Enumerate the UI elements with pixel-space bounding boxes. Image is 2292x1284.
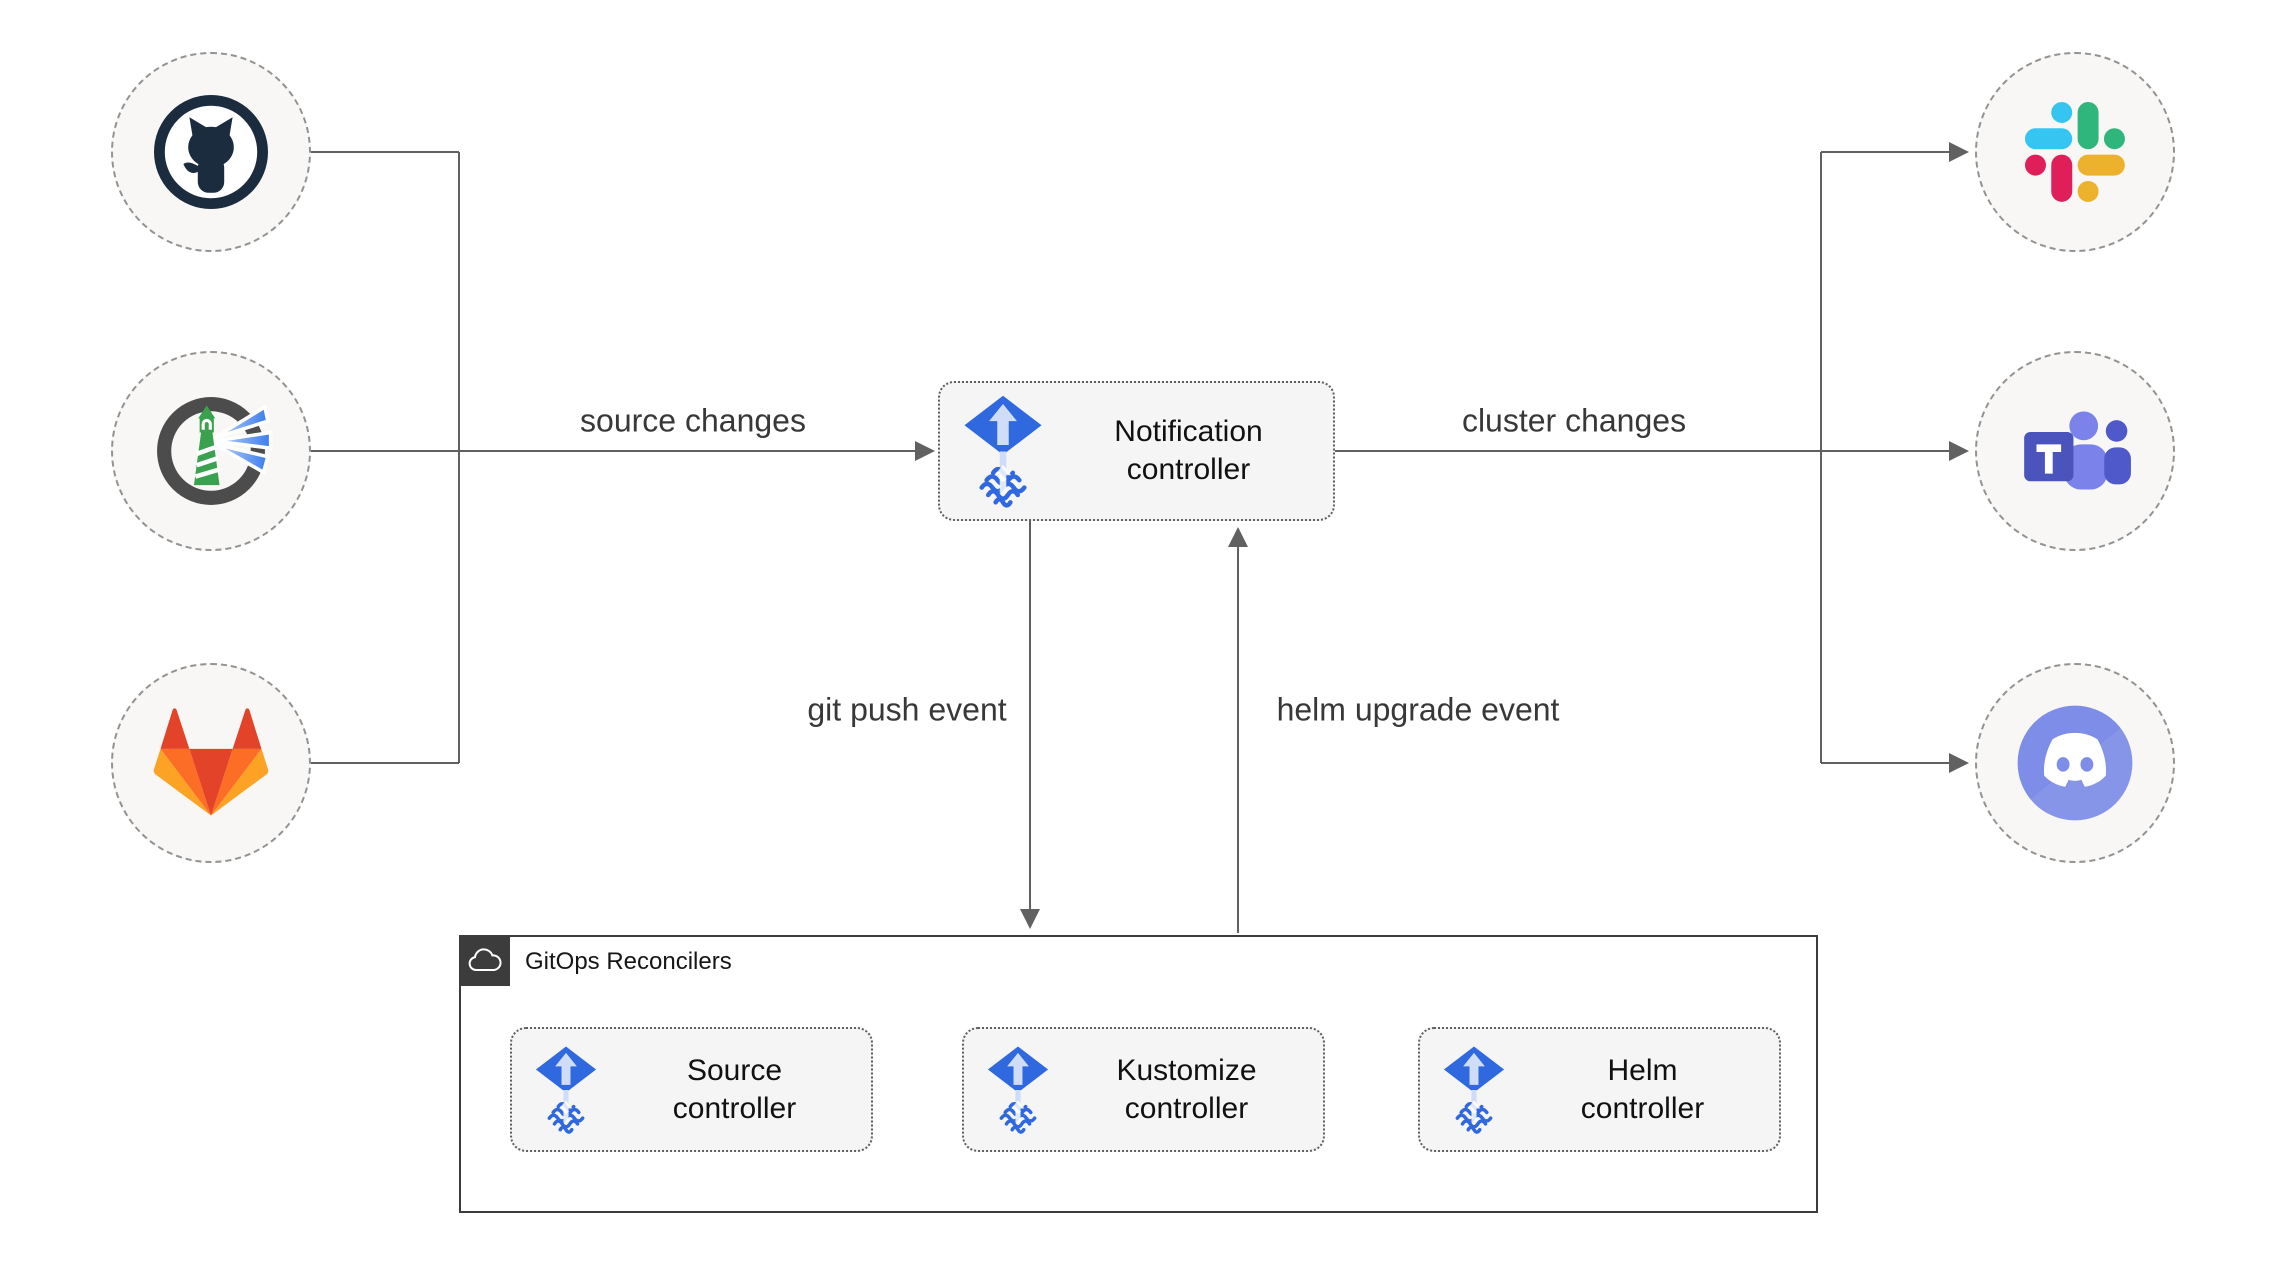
node-kustomize-controller: Kustomize controller (962, 1027, 1325, 1152)
gitops-reconcilers-label: GitOps Reconcilers (525, 948, 732, 975)
node-label: Helm controller (1506, 1052, 1779, 1128)
node-label: Notification controller (1044, 413, 1333, 489)
node-label: Source controller (598, 1052, 871, 1128)
node-helm-controller: Helm controller (1418, 1027, 1781, 1152)
edge-label-source-changes: source changes (574, 402, 812, 440)
edge-label-git-push-event: git push event (801, 691, 1013, 729)
slack-icon (2025, 102, 2125, 202)
edge-label-helm-upgrade-event: helm upgrade event (1270, 691, 1566, 729)
flux-icon (962, 394, 1044, 509)
github-icon (154, 95, 268, 209)
node-ms-teams (1975, 351, 2175, 551)
node-harbor (111, 351, 311, 551)
node-discord (1975, 663, 2175, 863)
gitlab-icon (153, 708, 269, 816)
node-gitlab (111, 663, 311, 863)
container-tab (459, 935, 510, 986)
source-controller-label: Source controller (672, 1053, 797, 1125)
flux-icon (1442, 1045, 1506, 1135)
discord-icon (2017, 705, 2136, 822)
flux-icon (986, 1045, 1050, 1135)
node-source-controller: Source controller (510, 1027, 873, 1152)
helm-controller-label: Helm controller (1580, 1053, 1705, 1125)
kustomize-controller-label: Kustomize controller (1116, 1053, 1257, 1125)
harbor-icon (157, 397, 273, 505)
ms-teams-icon (2023, 410, 2131, 489)
edge-label-cluster-changes: cluster changes (1455, 402, 1693, 440)
cloud-icon (468, 947, 502, 971)
node-notification-controller: Notification controller (938, 381, 1335, 521)
node-slack (1975, 52, 2175, 252)
notification-controller-label: Notification controller (1114, 415, 1263, 486)
node-label: Kustomize controller (1050, 1052, 1323, 1128)
node-github (111, 52, 311, 252)
flux-icon (534, 1045, 598, 1135)
